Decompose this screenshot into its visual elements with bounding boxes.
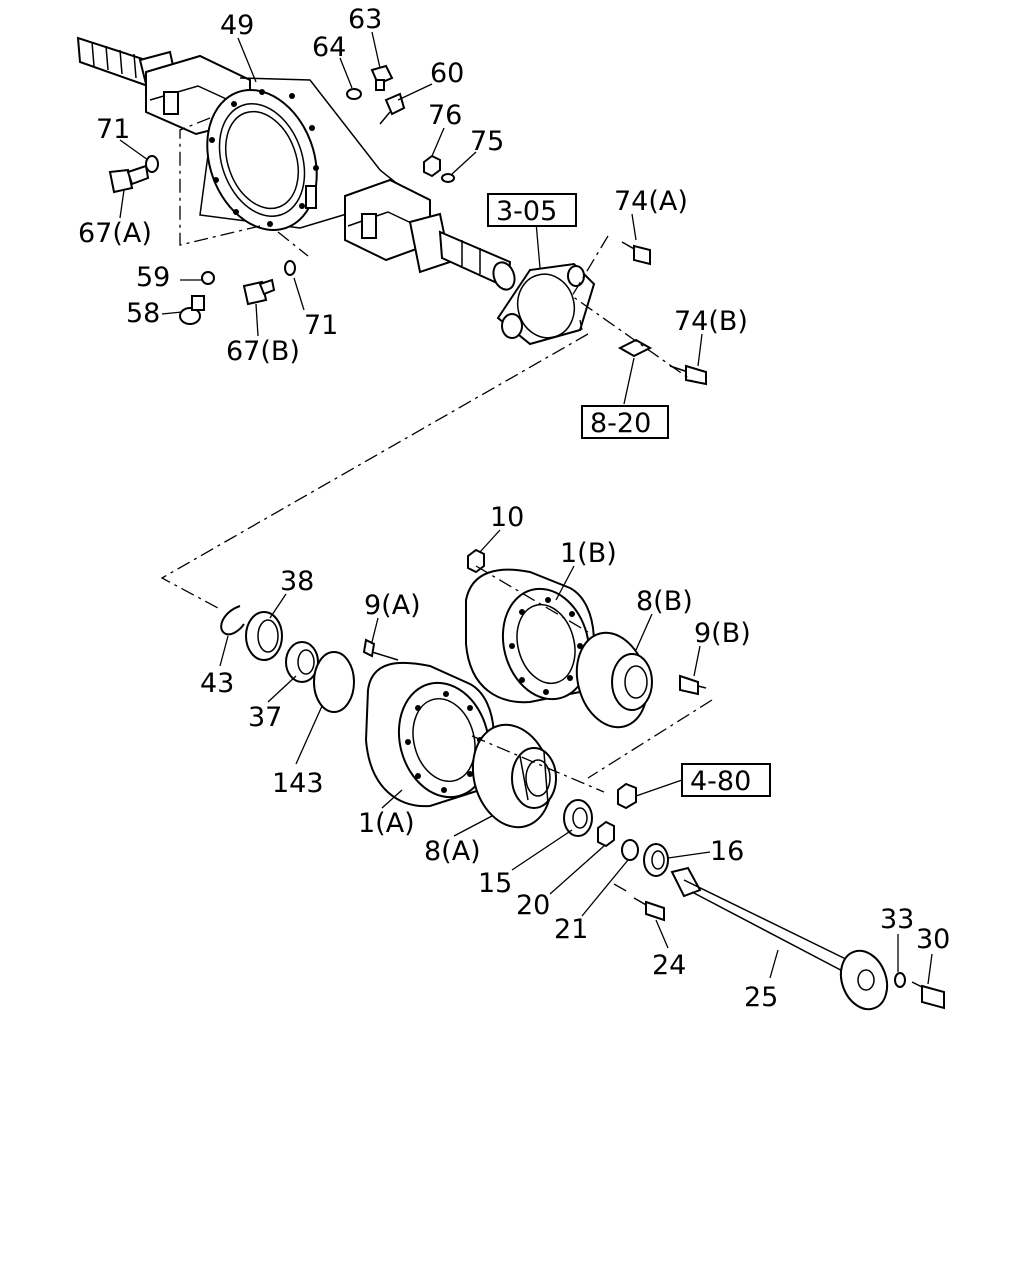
washer-71-upper: [145, 155, 159, 173]
callout-67a: 67(A): [78, 218, 152, 249]
callout-33: 33: [880, 904, 914, 935]
nut-20: [597, 820, 615, 848]
hub-8a: [471, 723, 557, 829]
callout-60: 60: [430, 58, 464, 89]
bolt-74b: [669, 364, 707, 386]
washer-64: [346, 88, 362, 100]
washer-33: [894, 972, 906, 988]
bolt-63: [370, 64, 394, 91]
callout-37: 37: [248, 702, 282, 733]
stud-9b: [679, 674, 707, 696]
callout-74a: 74(A): [614, 186, 688, 217]
callout-21: 21: [554, 914, 588, 945]
bearing-15: [563, 799, 593, 837]
drain-plug-58: [179, 295, 205, 325]
seal-16: [643, 843, 669, 877]
bolt-74a: [621, 241, 651, 266]
callout-20: 20: [516, 890, 550, 921]
brake-drum-1a: [364, 661, 495, 808]
clip-8-20: [617, 338, 653, 358]
callout-9b: 9(B): [694, 618, 751, 649]
bolt-24: [633, 897, 665, 922]
washer-75: [441, 173, 455, 183]
callout-63: 63: [348, 4, 382, 35]
callout-58: 58: [126, 298, 160, 329]
bearing-37: [285, 641, 319, 683]
callout-1b: 1(B): [560, 538, 617, 569]
callout-75: 75: [470, 126, 504, 157]
seal-38: [245, 611, 283, 661]
snap-ring-43: [220, 605, 245, 636]
bolt-67a: [108, 164, 150, 194]
callout-67b: 67(B): [226, 336, 300, 367]
ref-box-4-80[interactable]: 4-80: [681, 763, 771, 797]
callout-8a: 8(A): [424, 836, 481, 867]
callout-25: 25: [744, 982, 778, 1013]
leader-lines: [119, 31, 933, 985]
ref-box-3-05[interactable]: 3-05: [487, 193, 577, 227]
callout-38: 38: [280, 566, 314, 597]
callout-59: 59: [136, 262, 170, 293]
washer-71-lower: [284, 260, 296, 276]
stud-9a: [362, 638, 399, 661]
axle-shaft-25: [670, 866, 889, 1011]
hub-8b: [575, 631, 653, 729]
ref-label-3-05: 3-05: [496, 196, 557, 227]
callout-24: 24: [652, 950, 686, 981]
callout-16: 16: [710, 836, 744, 867]
nut-76: [423, 154, 441, 178]
callout-9a: 9(A): [364, 590, 421, 621]
callout-64: 64: [312, 32, 346, 63]
nut-10: [467, 548, 485, 574]
callout-43: 43: [200, 668, 234, 699]
callout-15: 15: [478, 868, 512, 899]
o-ring-143: [313, 651, 355, 713]
brake-backing-plate: [496, 262, 596, 346]
callout-76: 76: [428, 100, 462, 131]
washer-21: [621, 839, 639, 861]
plug-59: [201, 271, 215, 285]
callout-8b: 8(B): [636, 586, 693, 617]
nut-4-80: [617, 782, 637, 810]
bolt-67b: [242, 278, 276, 306]
brake-drum-1b: [465, 568, 595, 704]
callout-30: 30: [916, 924, 950, 955]
callout-71-lower: 71: [304, 310, 338, 341]
callout-74b: 74(B): [674, 306, 748, 337]
callout-143: 143: [272, 768, 324, 799]
axle-housing: [76, 36, 516, 291]
callout-71-upper: 71: [96, 114, 130, 145]
ref-box-8-20[interactable]: 8-20: [581, 405, 669, 439]
callout-10: 10: [490, 502, 524, 533]
callout-1a: 1(A): [358, 808, 415, 839]
ref-label-4-80: 4-80: [690, 766, 751, 797]
bolt-30: [911, 981, 945, 1010]
callout-49: 49: [220, 10, 254, 41]
ref-label-8-20: 8-20: [590, 408, 651, 439]
